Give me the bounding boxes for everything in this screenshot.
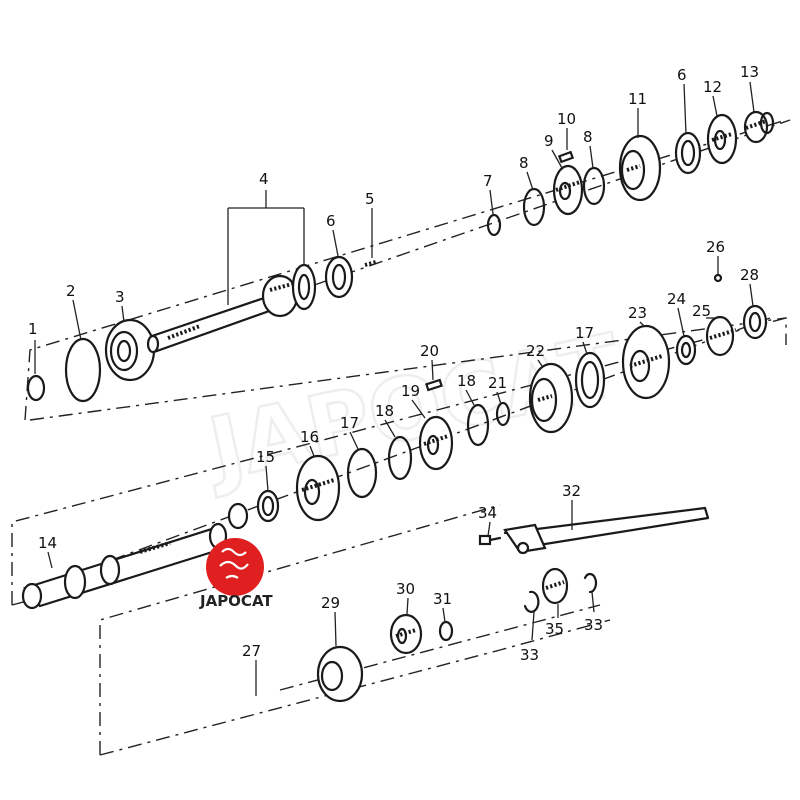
label-4: 4 bbox=[259, 170, 269, 188]
part-31-snap-ring bbox=[438, 620, 454, 642]
part-17-ring bbox=[346, 447, 378, 499]
part-30-gear bbox=[389, 613, 423, 655]
label-27: 27 bbox=[242, 642, 261, 660]
label-25: 25 bbox=[692, 302, 711, 320]
label-29: 29 bbox=[321, 594, 340, 612]
part-34-bolt bbox=[478, 534, 502, 546]
label-23: 23 bbox=[628, 304, 647, 322]
part-18-ring bbox=[387, 435, 413, 481]
logo-text: JAPOCAT bbox=[199, 592, 273, 610]
part-18-ring-right bbox=[466, 403, 490, 447]
label-33b: 33 bbox=[584, 616, 603, 634]
label-10: 10 bbox=[557, 110, 576, 128]
label-5: 5 bbox=[365, 190, 375, 208]
part-4-input-shaft bbox=[146, 263, 317, 354]
part-labels: 1 2 3 4 5 6 6 7 8 8 9 10 11 12 13 14 15 … bbox=[28, 63, 759, 664]
label-16: 16 bbox=[300, 428, 319, 446]
part-20-key bbox=[425, 378, 443, 392]
label-17b: 17 bbox=[575, 324, 594, 342]
part-14-bushing bbox=[227, 502, 249, 530]
logo-badge-icon bbox=[206, 538, 264, 596]
label-9: 9 bbox=[544, 132, 554, 150]
part-32-shift-lever bbox=[503, 506, 710, 555]
part-3-bearing bbox=[104, 318, 156, 382]
part-6-synchro-ring-right bbox=[674, 131, 702, 175]
label-6b: 6 bbox=[677, 66, 687, 84]
label-20: 20 bbox=[420, 342, 439, 360]
part-15-collar bbox=[256, 489, 280, 523]
label-3: 3 bbox=[115, 288, 125, 306]
leader-lines bbox=[34, 81, 755, 696]
part-10-shifting-key bbox=[557, 150, 575, 164]
part-24-washer bbox=[675, 334, 697, 366]
label-31: 31 bbox=[433, 590, 452, 608]
part-13-bearing bbox=[743, 110, 775, 144]
part-35-idler-gear bbox=[541, 567, 569, 605]
part-16-gear bbox=[295, 454, 341, 522]
label-15: 15 bbox=[256, 448, 275, 466]
part-5-needle-bearing bbox=[364, 260, 377, 267]
label-26: 26 bbox=[706, 238, 725, 256]
label-22: 22 bbox=[526, 342, 545, 360]
axis-reverse bbox=[279, 604, 601, 691]
group-frame-upper bbox=[24, 119, 787, 421]
part-33-clip-left bbox=[523, 590, 540, 613]
part-14-countershaft bbox=[21, 522, 228, 610]
part-7-snap-ring bbox=[486, 213, 502, 237]
label-18b: 18 bbox=[457, 372, 476, 390]
label-18: 18 bbox=[375, 402, 394, 420]
part-28-bearing bbox=[742, 304, 768, 340]
label-33: 33 bbox=[520, 646, 539, 664]
label-12: 12 bbox=[703, 78, 722, 96]
label-32: 32 bbox=[562, 482, 581, 500]
label-21: 21 bbox=[488, 374, 507, 392]
part-26-ball bbox=[713, 273, 723, 283]
part-21-snap-ring bbox=[495, 401, 511, 427]
label-13: 13 bbox=[740, 63, 759, 81]
part-8-ring-left bbox=[522, 187, 546, 227]
label-24: 24 bbox=[667, 290, 686, 308]
label-8: 8 bbox=[519, 154, 529, 172]
label-14: 14 bbox=[38, 534, 57, 552]
label-8b: 8 bbox=[583, 128, 593, 146]
part-33-clip-right bbox=[583, 572, 598, 594]
part-6-synchro-ring bbox=[324, 255, 354, 299]
label-34: 34 bbox=[478, 504, 497, 522]
part-12-gear bbox=[706, 113, 738, 165]
label-35: 35 bbox=[545, 620, 564, 638]
japocat-logo: JAPOCAT bbox=[199, 538, 273, 610]
group-frame-lower bbox=[99, 504, 611, 756]
label-2: 2 bbox=[66, 282, 76, 300]
label-28: 28 bbox=[740, 266, 759, 284]
label-7: 7 bbox=[483, 172, 493, 190]
part-22-sleeve bbox=[528, 362, 574, 434]
part-17-ring-right bbox=[574, 351, 606, 409]
label-1: 1 bbox=[28, 320, 38, 338]
label-17: 17 bbox=[340, 414, 359, 432]
part-25-needle-bearing bbox=[705, 315, 737, 357]
part-2-ring bbox=[64, 337, 102, 403]
part-11-sleeve bbox=[618, 134, 662, 202]
part-1-snap-ring bbox=[26, 374, 46, 402]
part-29-gear bbox=[316, 645, 364, 703]
part-19-hub bbox=[418, 415, 454, 471]
part-9-synchro-hub bbox=[552, 164, 584, 216]
label-19: 19 bbox=[401, 382, 420, 400]
part-23-gear bbox=[621, 324, 671, 400]
label-6: 6 bbox=[326, 212, 336, 230]
part-8-ring-right bbox=[582, 166, 606, 206]
label-11: 11 bbox=[628, 90, 647, 108]
logo-cat-icon bbox=[219, 547, 249, 579]
label-30: 30 bbox=[396, 580, 415, 598]
